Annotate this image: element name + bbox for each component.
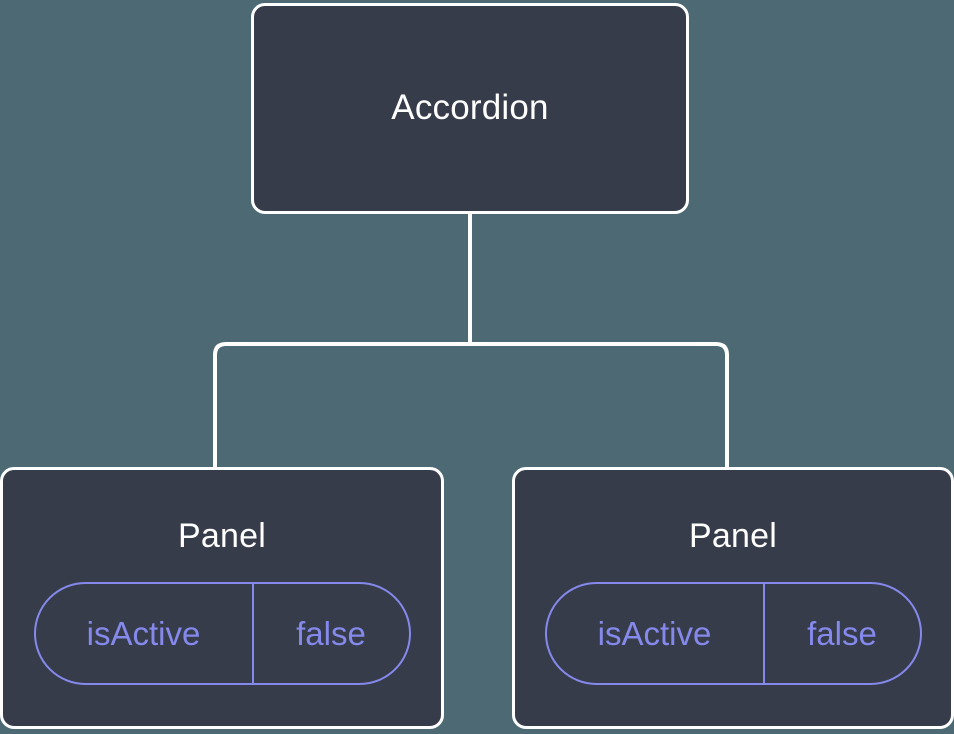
prop-key-isactive-2: isActive <box>597 615 712 653</box>
node-accordion[interactable]: Accordion <box>251 3 689 214</box>
prop-pill-isactive-2[interactable]: isActive false <box>544 582 922 686</box>
prop-pill-isactive-1[interactable]: isActive false <box>33 582 411 686</box>
prop-value-isactive-2: false <box>762 584 920 684</box>
node-panel-1[interactable]: Panel isActive false <box>0 467 444 729</box>
connector-branch-left <box>213 342 470 468</box>
node-panel-2-title: Panel <box>689 517 777 555</box>
prop-value-isactive-1: false <box>251 584 409 684</box>
prop-key-isactive-1: isActive <box>86 615 201 653</box>
connector-branch-right <box>470 342 729 468</box>
node-panel-2[interactable]: Panel isActive false <box>512 467 954 729</box>
node-accordion-title: Accordion <box>391 88 549 128</box>
node-panel-1-title: Panel <box>178 517 266 555</box>
